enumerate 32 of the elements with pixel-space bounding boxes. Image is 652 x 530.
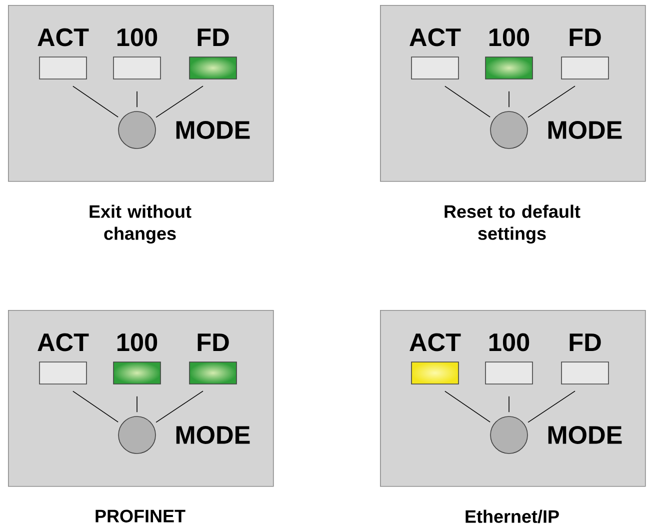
led-label: 100 bbox=[489, 333, 530, 352]
connector-line bbox=[508, 396, 510, 412]
connector-line bbox=[72, 390, 118, 422]
button-label: MODE bbox=[176, 426, 250, 444]
led-label: 100 bbox=[489, 28, 530, 46]
button-label: MODE bbox=[548, 426, 622, 444]
led-label: FD bbox=[570, 334, 601, 351]
connector-line bbox=[156, 86, 204, 118]
led-label: ACT bbox=[410, 333, 461, 352]
caption-text: Ethernet/IP bbox=[466, 510, 559, 524]
connector-line bbox=[528, 86, 576, 118]
button-label: MODE bbox=[548, 121, 622, 139]
connector-line bbox=[72, 86, 118, 118]
connector-line bbox=[136, 91, 138, 108]
connector-line bbox=[444, 86, 490, 118]
button-label: MODE bbox=[176, 121, 250, 139]
connector-line bbox=[508, 91, 510, 108]
led-label: ACT bbox=[38, 333, 89, 352]
connector-line bbox=[156, 390, 204, 423]
led-label: FD bbox=[570, 28, 601, 46]
caption-text: PROFINET bbox=[96, 510, 186, 522]
led-label: 100 bbox=[117, 333, 158, 352]
led-label: ACT bbox=[38, 28, 89, 46]
led-label: FD bbox=[198, 28, 229, 46]
led-label: ACT bbox=[410, 28, 461, 46]
caption-text: Exit without changes bbox=[90, 204, 192, 244]
led-label: 100 bbox=[117, 28, 158, 46]
led-label: FD bbox=[198, 334, 229, 351]
connector-line bbox=[136, 396, 138, 412]
caption-text: Reset to default settings bbox=[444, 204, 580, 244]
connector-line bbox=[528, 390, 576, 423]
connector-line bbox=[444, 390, 490, 422]
